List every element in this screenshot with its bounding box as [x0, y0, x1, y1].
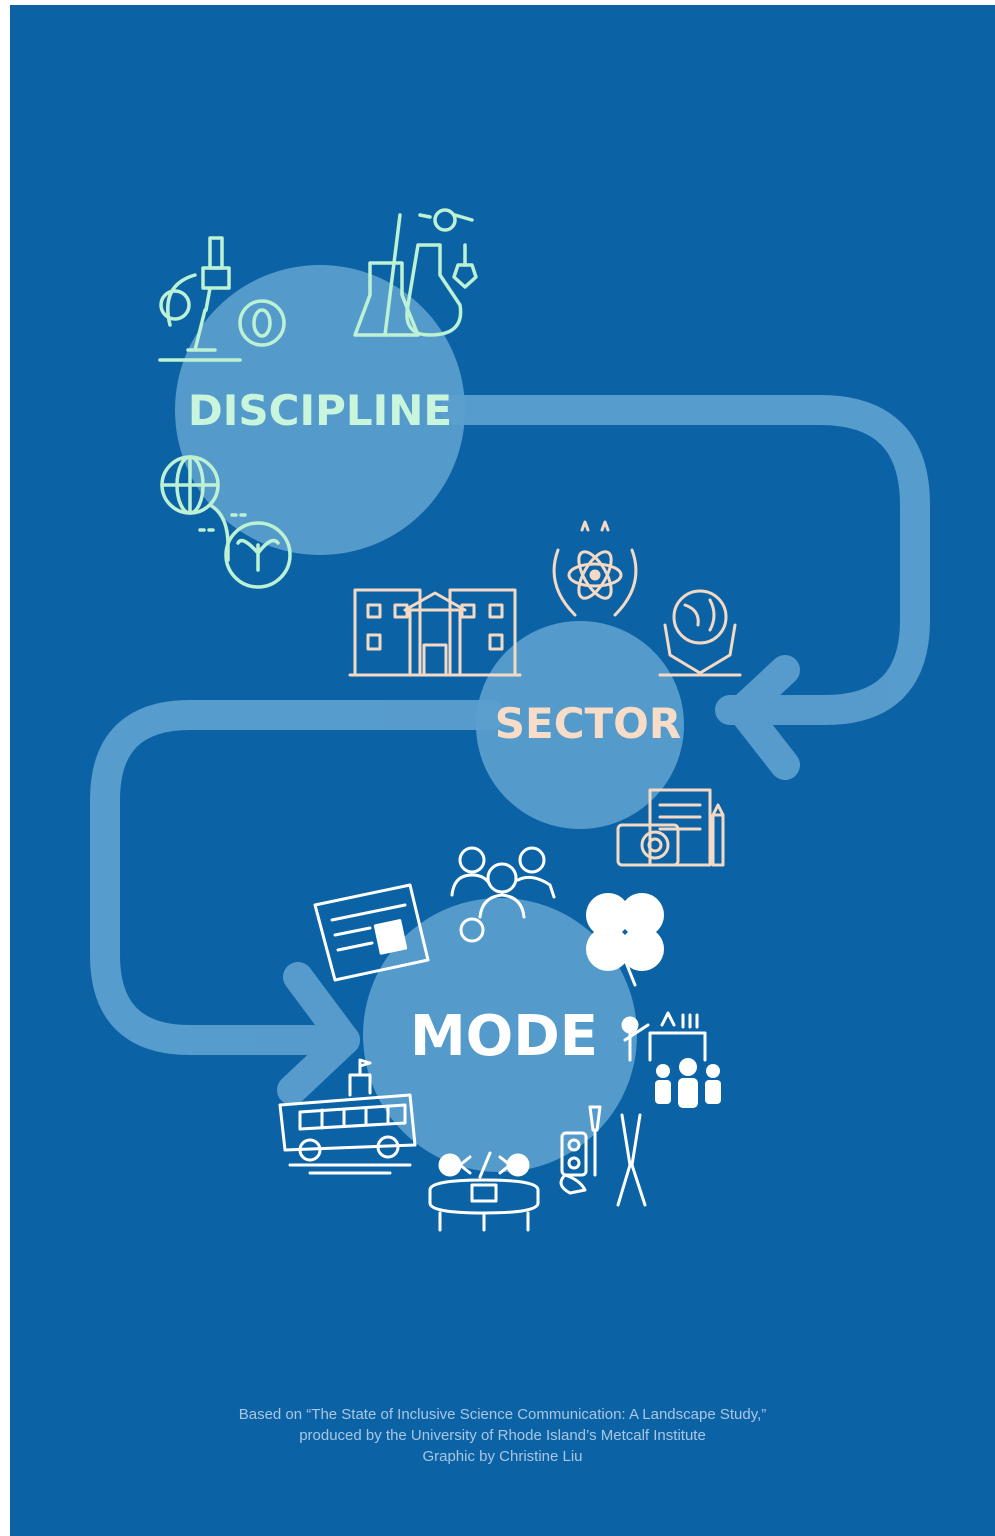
- newspaper-icon: [313, 883, 430, 982]
- earth-in-hands-icon: [658, 589, 742, 677]
- sector-circle: [476, 621, 684, 829]
- coding-table-icon: [428, 1151, 540, 1232]
- microscope-icon: [158, 236, 286, 362]
- school-bus-icon: [278, 1058, 417, 1175]
- poster: DISCIPLINE SECTOR MODE: [10, 5, 995, 1536]
- maker-tools-icon: [559, 1105, 647, 1207]
- people-group-icon: [450, 846, 556, 943]
- mode-circle: [363, 898, 637, 1172]
- credit-line-producer: produced by the University of Rhode Isla…: [299, 1427, 706, 1444]
- discipline-label: DISCIPLINE: [188, 386, 452, 435]
- science-laurel-icon: [552, 520, 638, 617]
- museum-building-icon: [348, 588, 522, 677]
- four-h-clover-icon: [586, 893, 664, 987]
- classroom-demo-icon: [621, 1011, 721, 1108]
- globe-plant-icon: [160, 455, 292, 589]
- flow-path: [90, 395, 930, 1105]
- mode-label: MODE: [410, 1004, 598, 1069]
- media-camera-icon: [616, 788, 725, 867]
- credit-line-author: Graphic by Christine Liu: [422, 1448, 583, 1465]
- chemistry-flasks-icon: [353, 208, 478, 337]
- sector-label: SECTOR: [495, 699, 681, 748]
- credit-line-source: Based on “The State of Inclusive Science…: [238, 1406, 767, 1423]
- flow-diagram: DISCIPLINE SECTOR MODE: [10, 5, 995, 1536]
